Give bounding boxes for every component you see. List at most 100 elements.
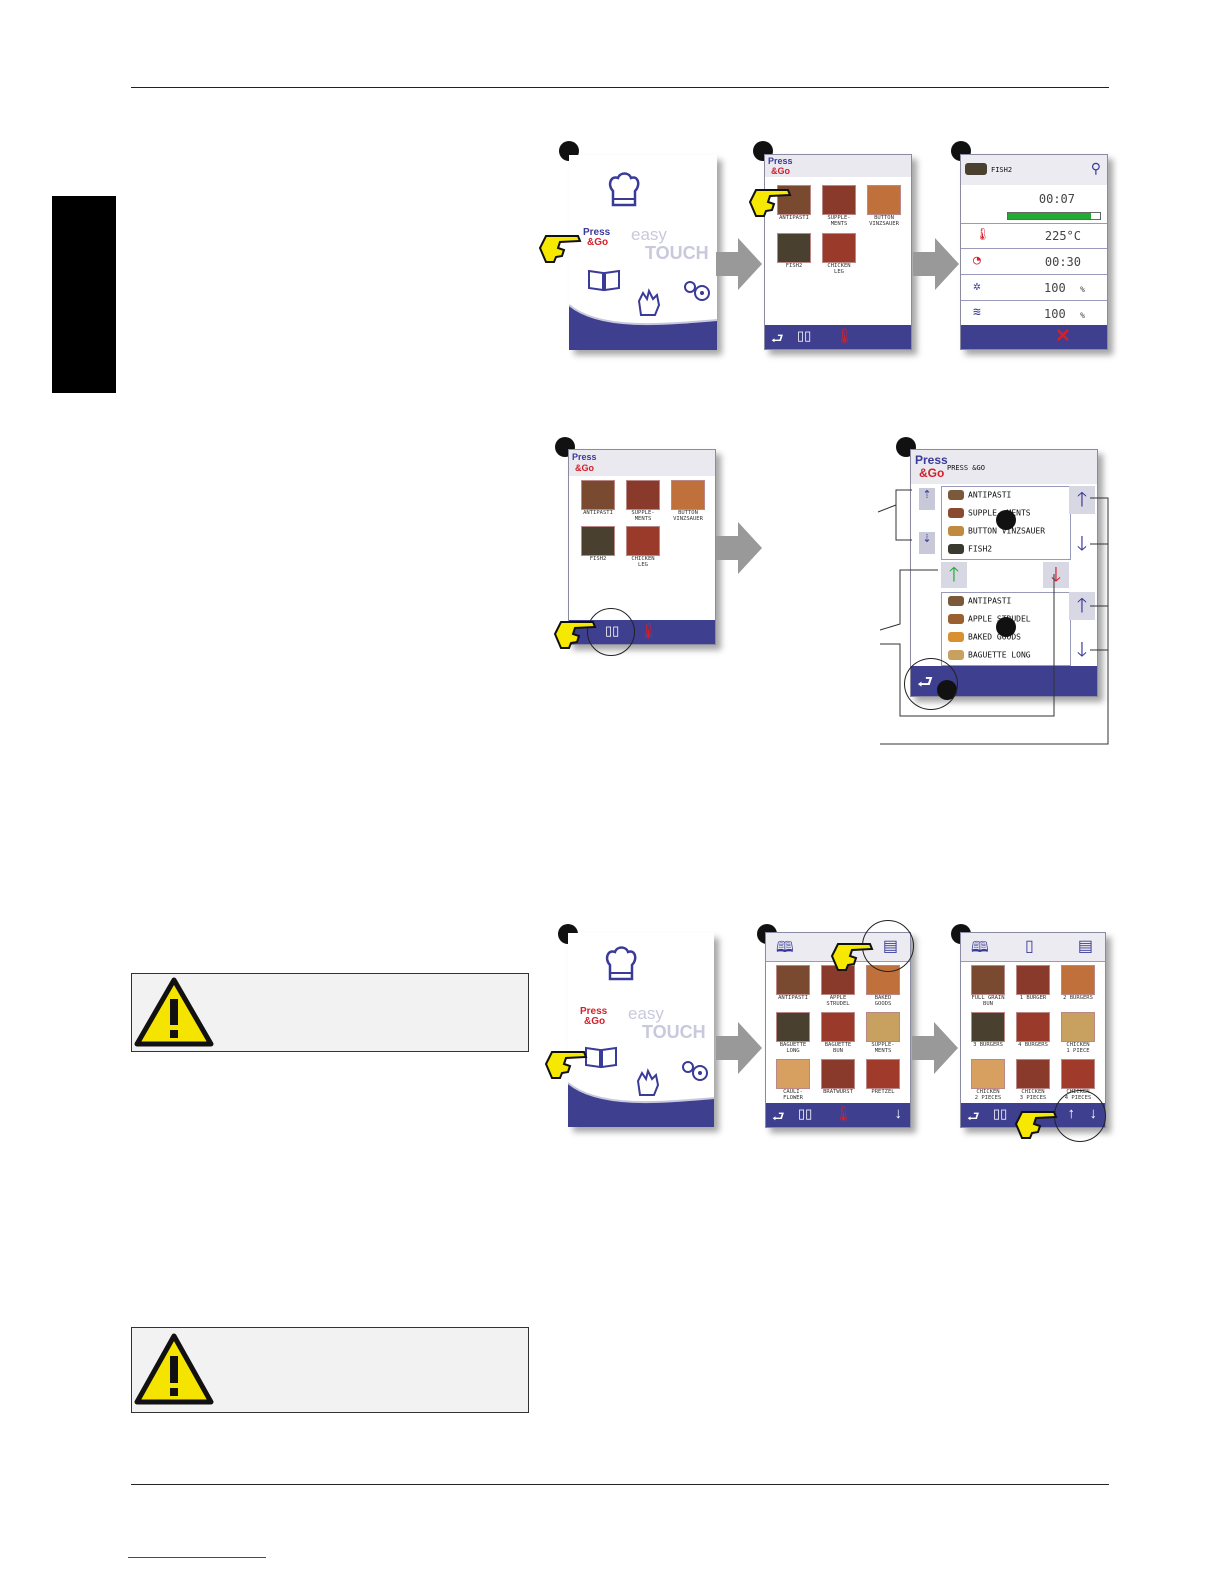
pointing-hand-icon — [748, 189, 792, 217]
recipe-label: FISH2 — [589, 556, 607, 562]
list-item[interactable]: ANTIPASTI — [948, 596, 1011, 606]
header-brand-top: Press — [572, 452, 597, 462]
recipe-tile[interactable]: CHICKEN 2 PIECES — [969, 1059, 1007, 1101]
recipe-tile[interactable]: 4 BURGERS — [1014, 1012, 1052, 1052]
brand-bottom: &Go — [587, 237, 609, 248]
search-icon[interactable]: ⚲ — [1090, 160, 1101, 176]
recipe-tile[interactable]: FISH2 — [775, 233, 813, 273]
cookbook-icon[interactable]: ▯▯ — [798, 1106, 813, 1121]
pointing-hand-icon — [553, 621, 597, 649]
remove-button[interactable]: 🡓 — [1043, 562, 1069, 588]
recipe-tile[interactable]: ANTIPASTI — [579, 480, 617, 520]
recipe-tile[interactable]: CHICKEN 4 PIECES — [1059, 1059, 1097, 1101]
cook-time-row[interactable]: ◔ 00:30 — [961, 249, 1107, 275]
recipe-tile[interactable]: SUPPLE- MENTS — [820, 185, 858, 227]
recipe-thumbnail — [1061, 1059, 1095, 1089]
cookbook-icon[interactable]: ▯▯ — [993, 1106, 1008, 1121]
settings-icon[interactable] — [682, 279, 712, 303]
recipe-tile[interactable]: 2 BURGERS — [1059, 965, 1097, 1005]
temperature-row[interactable]: 🌡 225°C — [961, 223, 1107, 249]
back-icon[interactable]: ⮐ — [771, 330, 784, 346]
brand-top: Press — [583, 227, 611, 238]
add-button[interactable]: 🡑 — [941, 562, 967, 588]
recipe-tile[interactable]: CAULI- FLOWER — [774, 1059, 812, 1101]
progress-bar — [1007, 212, 1101, 220]
recipe-tile[interactable]: CHICKEN LEG — [624, 526, 662, 568]
fan-number: 100 — [1044, 281, 1066, 295]
recipe-label: CHICKEN 3 PIECES — [1019, 1089, 1047, 1101]
tab-category[interactable]: ▤ — [1077, 938, 1093, 955]
recipe-thumbnail — [776, 1012, 810, 1042]
cleaning-icon[interactable] — [634, 1067, 662, 1097]
tab-favorites[interactable]: 🕮 — [776, 939, 794, 956]
bottom-bar: ⮐ ▯▯ 🌡 — [765, 325, 911, 349]
program-run-screen: FISH2 ⚲ 00:07 🌡 225°C ◔ 00:30 ✲ 100 % ≋ … — [960, 154, 1108, 350]
humidity-row[interactable]: ≋ 100 % — [961, 301, 1107, 327]
recipe-tile[interactable]: PRETZEL — [864, 1059, 902, 1099]
chef-hat-icon[interactable] — [604, 945, 638, 983]
cookbook-icon[interactable]: ▯▯ — [797, 328, 812, 343]
screen-title: PRESS &GO — [947, 464, 985, 472]
thermometer-icon[interactable]: 🌡 — [834, 1106, 854, 1123]
scroll-down-icon[interactable]: ↓ — [894, 1105, 903, 1122]
cookbook-icon[interactable] — [587, 268, 621, 292]
brand-top: Press — [580, 1006, 608, 1017]
fan-row[interactable]: ✲ 100 % — [961, 275, 1107, 301]
scroll-down-top-button[interactable]: 🡓 — [1076, 533, 1088, 555]
fan-icon: ✲ — [973, 279, 981, 294]
chef-hat-icon[interactable] — [607, 171, 641, 209]
thumbnail — [948, 596, 964, 606]
thermometer-icon[interactable]: 🌡 — [835, 328, 855, 345]
cookbook-icon[interactable] — [584, 1045, 618, 1069]
move-up-small-button[interactable]: ⇡ — [919, 488, 935, 510]
recipe-tile[interactable]: BUTTON VINZSAUER — [669, 480, 707, 522]
tab-favorites[interactable]: 🕮 — [971, 939, 989, 956]
recipe-label: BUTTON VINZSAUER — [673, 510, 703, 522]
recipe-label: 4 BURGERS — [1018, 1042, 1048, 1048]
back-icon[interactable]: ⮐ — [967, 1108, 980, 1124]
recipe-tile[interactable]: FULL GRAIN BUN — [969, 965, 1007, 1007]
recipe-thumbnail — [581, 526, 615, 556]
list-item[interactable]: BUTTON VINZSAUER — [948, 526, 1045, 536]
recipe-thumbnail — [971, 1012, 1005, 1042]
recipe-label: SUPPLE- MENTS — [827, 215, 851, 227]
humidity-unit: % — [1080, 311, 1085, 320]
scroll-down-bottom-button[interactable]: 🡓 — [1076, 639, 1088, 661]
list-item[interactable]: BAGUETTE LONG — [948, 650, 1031, 660]
warning-icon — [134, 1333, 214, 1405]
thermometer-icon[interactable]: 🌡 — [639, 623, 659, 640]
recipe-thumbnail — [1061, 1012, 1095, 1042]
recipe-tile[interactable]: BUTTON VINZSAUER — [865, 185, 903, 227]
settings-icon[interactable] — [680, 1059, 710, 1083]
press-go-button[interactable]: Press &Go — [580, 1007, 607, 1027]
recipe-label: ANTIPASTI — [779, 215, 809, 221]
list-item[interactable]: ANTIPASTI — [948, 490, 1011, 500]
recipe-tile[interactable]: ANTIPASTI — [774, 965, 812, 1005]
header-brand-top: Press — [768, 156, 793, 166]
header-brand-bottom: &Go — [575, 463, 594, 473]
recipe-tile[interactable]: BAGUETTE LONG — [774, 1012, 812, 1054]
recipe-thumbnail — [822, 185, 856, 215]
scroll-up-top-button[interactable]: 🡑 — [1069, 486, 1095, 514]
cancel-icon[interactable]: ✕ — [1055, 326, 1071, 347]
step-marker — [996, 510, 1016, 530]
recipe-tile[interactable]: BRATWURST — [819, 1059, 857, 1099]
back-icon[interactable]: ⮐ — [772, 1108, 785, 1124]
press-go-button[interactable]: Press &Go — [583, 228, 610, 248]
list-item[interactable]: BAKED GOODS — [948, 632, 1021, 642]
recipe-tile[interactable]: 1 BURGER — [1014, 965, 1052, 1005]
move-down-small-button[interactable]: ⇣ — [919, 532, 935, 554]
recipe-tile[interactable]: 3 BURGERS — [969, 1012, 1007, 1052]
recipe-tile[interactable]: CHICKEN 1 PIECE — [1059, 1012, 1097, 1054]
recipe-tile[interactable]: CHICKEN 3 PIECES — [1014, 1059, 1052, 1101]
recipe-tile[interactable]: CHICKEN LEG — [820, 233, 858, 275]
recipe-thumbnail — [776, 965, 810, 995]
recipe-tile[interactable]: SUPPLE- MENTS — [624, 480, 662, 522]
recipe-tile[interactable]: SUPPLE- MENTS — [864, 1012, 902, 1054]
recipe-tile[interactable]: FISH2 — [579, 526, 617, 566]
list-item[interactable]: FISH2 — [948, 544, 992, 554]
program-title: FISH2 — [991, 166, 1013, 174]
recipe-tile[interactable]: BAGUETTE BUN — [819, 1012, 857, 1054]
tab-groups[interactable]: ▯ — [1025, 938, 1034, 955]
cleaning-icon[interactable] — [635, 287, 663, 317]
